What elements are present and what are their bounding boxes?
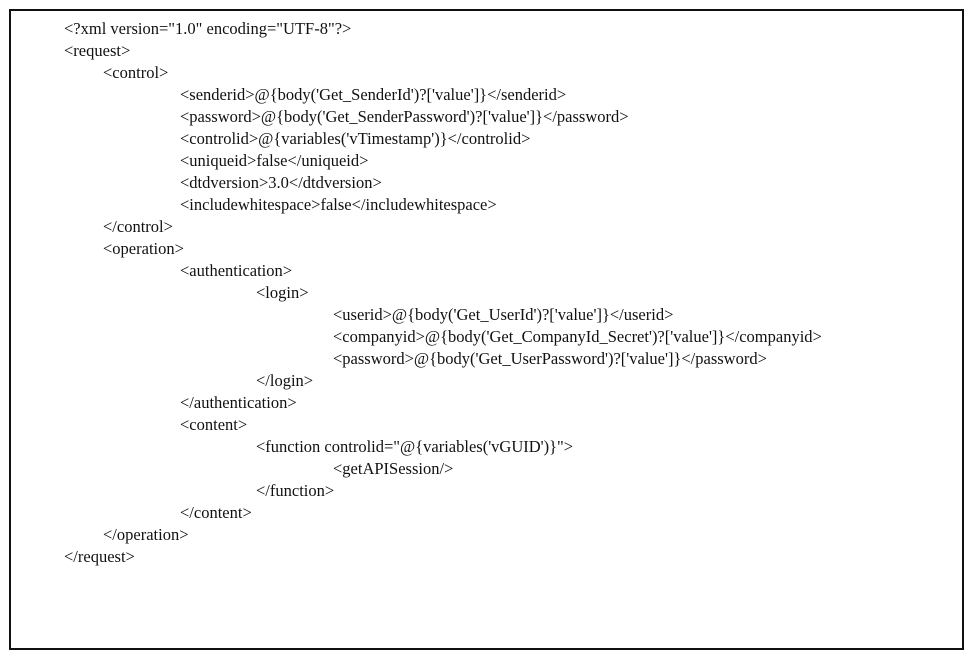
code-line: </request> [64,547,135,566]
code-line: </login> [256,371,314,390]
code-line: </function> [256,481,335,500]
code-line: </operation> [103,525,189,544]
code-line: <authentication> [180,261,293,280]
code-line: <uniqueid>false</uniqueid> [180,151,369,170]
code-line: <request> [64,41,131,60]
code-line: <operation> [103,239,184,258]
code-line: <userid>@{body('Get_UserId')?['value']}<… [333,305,674,324]
xml-code-block: <?xml version="1.0" encoding="UTF-8"?> <r… [0,18,975,568]
code-line: <control> [103,63,169,82]
code-line: <content> [180,415,248,434]
code-line: <dtdversion>3.0</dtdversion> [180,173,382,192]
code-line: <includewhitespace>false</includewhitesp… [180,195,497,214]
code-line: <login> [256,283,309,302]
code-line: <password>@{body('Get_UserPassword')?['v… [333,349,767,368]
code-line: <companyid>@{body('Get_CompanyId_Secret'… [333,327,822,346]
code-line: </control> [103,217,173,236]
code-line: <controlid>@{variables('vTimestamp')}</c… [180,129,531,148]
code-line: <function controlid="@{variables('vGUID'… [256,437,574,456]
code-line: <password>@{body('Get_SenderPassword')?[… [180,107,629,126]
code-line: <?xml version="1.0" encoding="UTF-8"?> [64,19,352,38]
code-line: </content> [180,503,252,522]
code-line: </authentication> [180,393,297,412]
code-line: <senderid>@{body('Get_SenderId')?['value… [180,85,567,104]
document-frame [9,9,964,650]
code-line: <getAPISession/> [333,459,454,478]
